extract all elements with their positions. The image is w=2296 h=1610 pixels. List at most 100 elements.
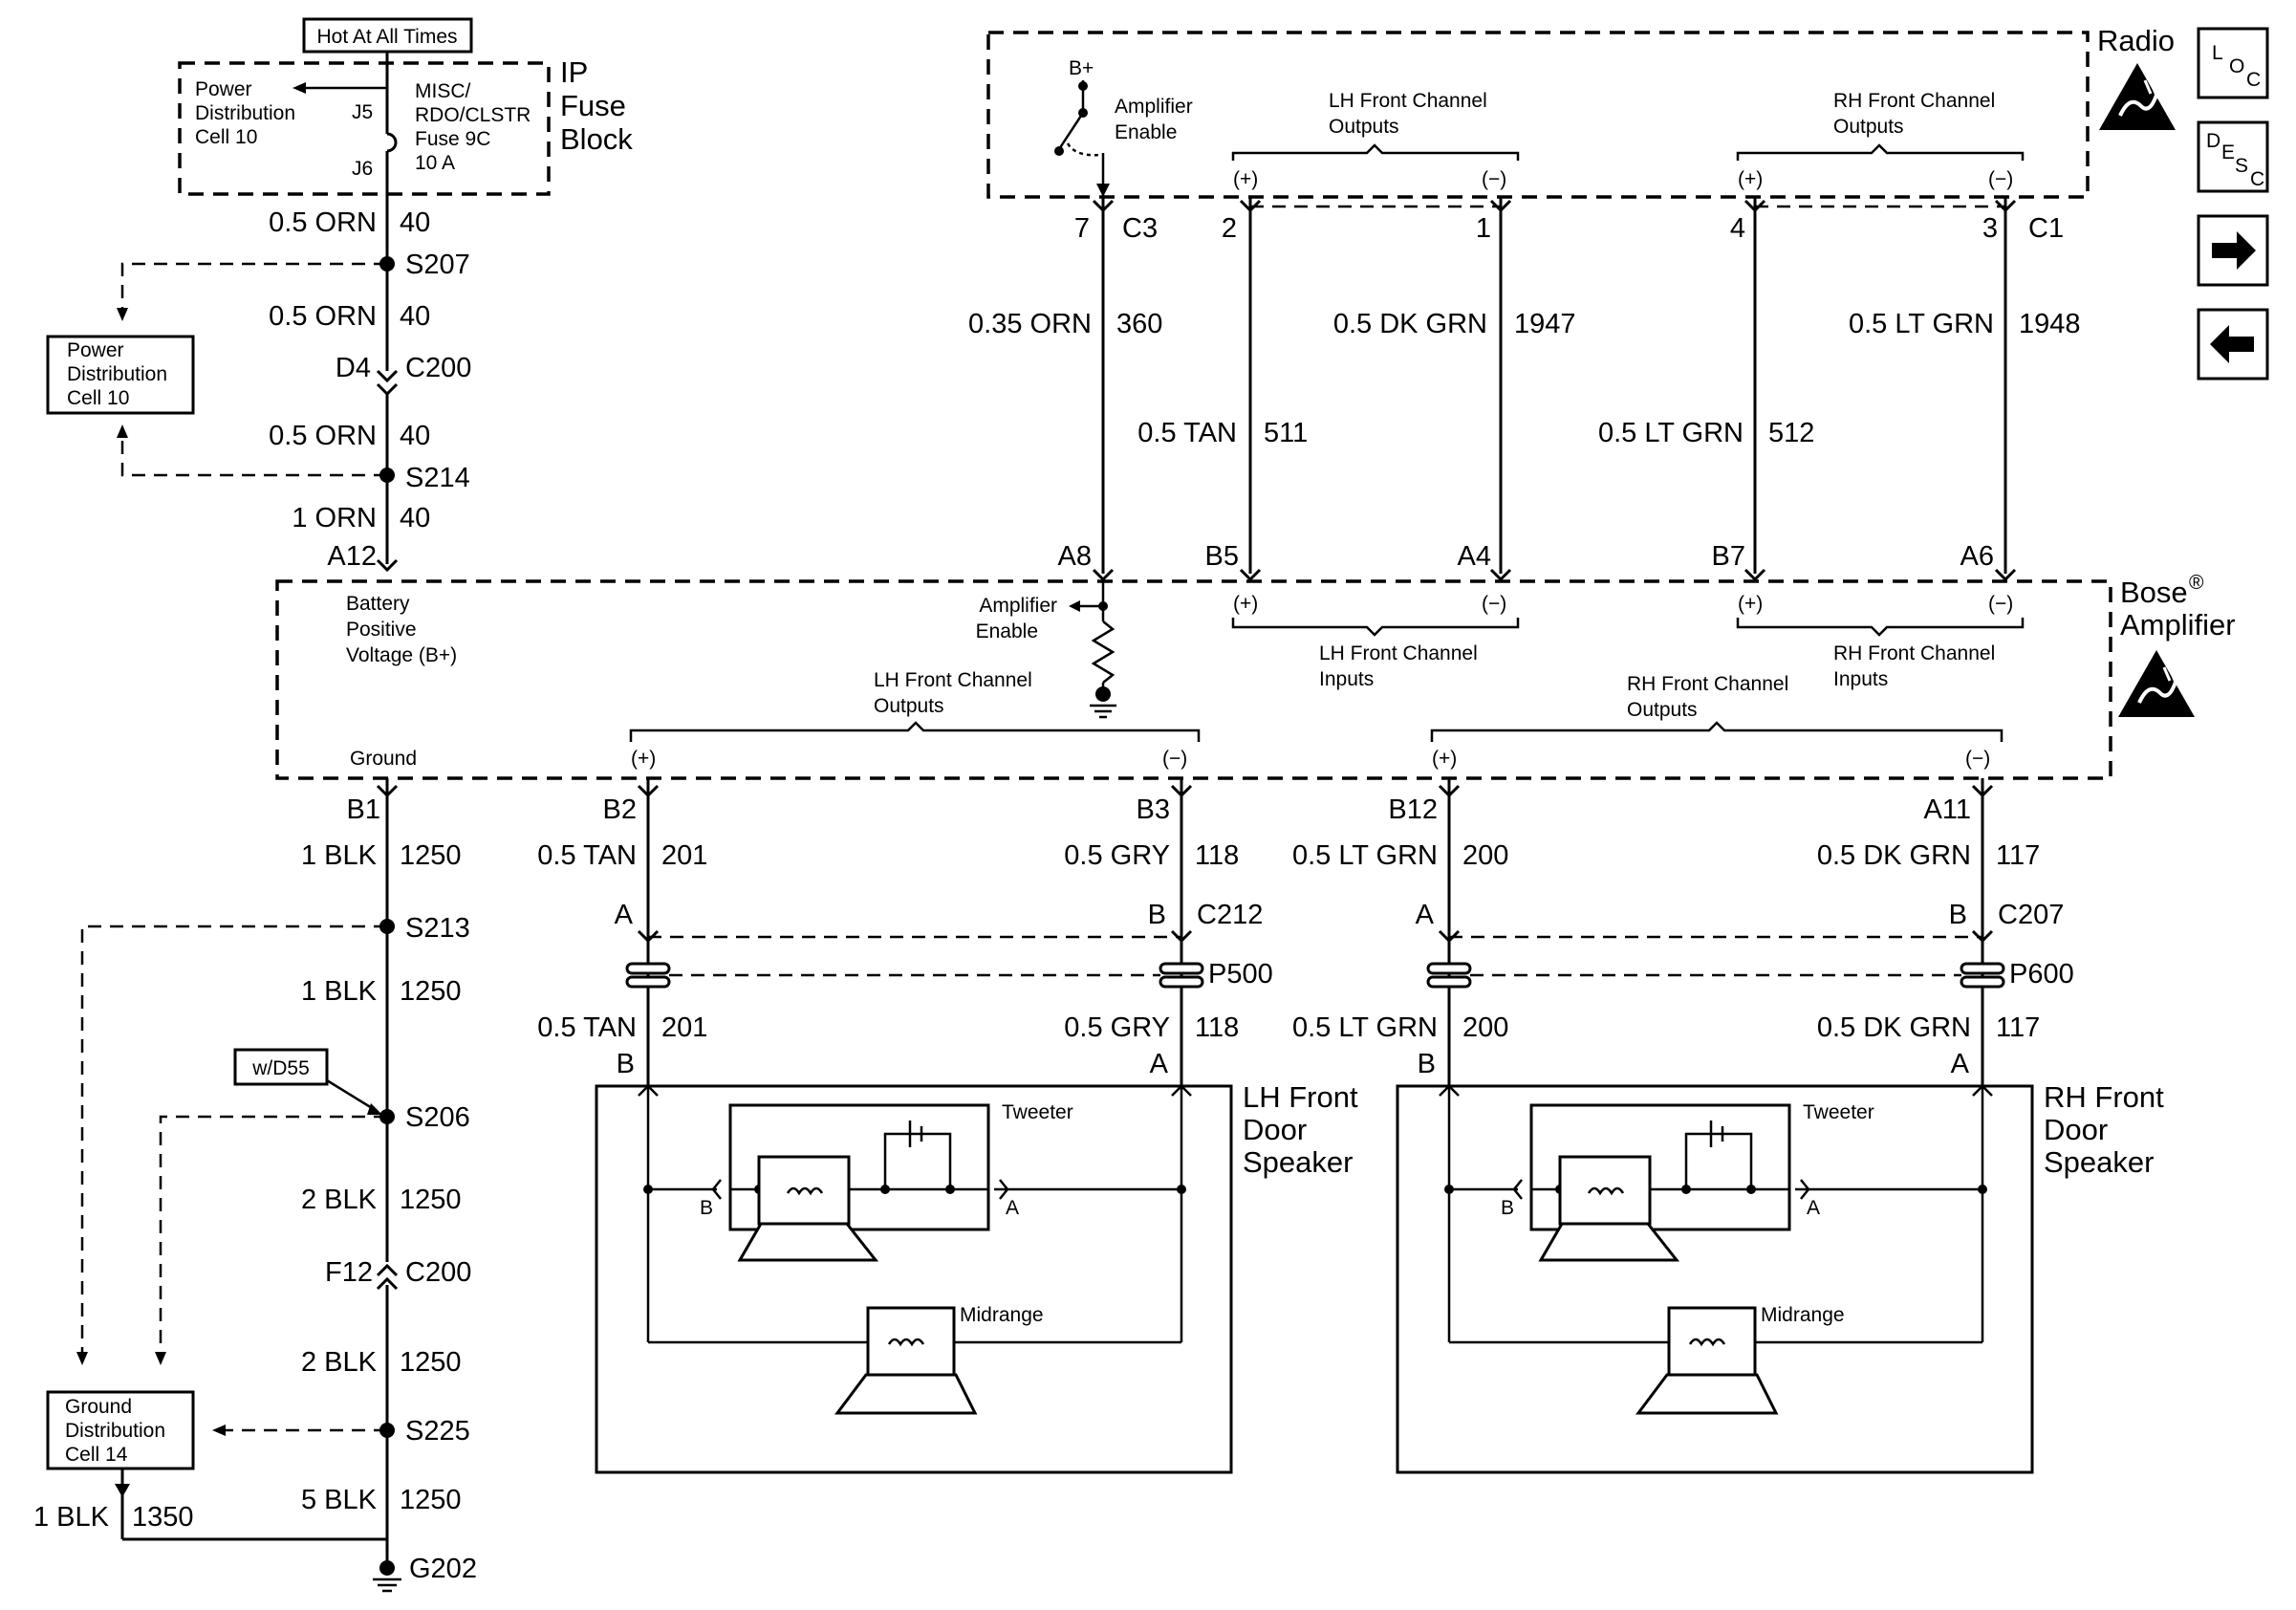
svg-text:RH Front Channel: RH Front Channel xyxy=(1627,673,1788,695)
svg-text:(+): (+) xyxy=(1233,168,1258,190)
svg-text:G202: G202 xyxy=(409,1554,477,1584)
svg-text:0.5 TAN: 0.5 TAN xyxy=(537,840,637,871)
svg-text:40: 40 xyxy=(400,301,430,332)
svg-text:E: E xyxy=(2221,141,2235,163)
svg-text:S225: S225 xyxy=(405,1416,470,1447)
svg-text:5 BLK: 5 BLK xyxy=(301,1485,378,1515)
svg-text:118: 118 xyxy=(1195,1012,1239,1043)
svg-text:1947: 1947 xyxy=(1514,309,1576,339)
svg-text:A: A xyxy=(1416,900,1435,930)
svg-text:RDO/CLSTR: RDO/CLSTR xyxy=(415,104,531,126)
svg-text:A11: A11 xyxy=(1924,794,1971,825)
svg-text:S: S xyxy=(2235,155,2248,177)
svg-text:Outputs: Outputs xyxy=(1627,699,1698,721)
svg-text:0.5 TAN: 0.5 TAN xyxy=(537,1012,637,1043)
svg-text:A8: A8 xyxy=(1058,541,1092,572)
svg-text:0.5 GRY: 0.5 GRY xyxy=(1064,840,1170,871)
svg-text:D4: D4 xyxy=(336,353,371,383)
svg-text:1250: 1250 xyxy=(400,1185,462,1215)
svg-text:Inputs: Inputs xyxy=(1319,668,1374,690)
svg-text:40: 40 xyxy=(400,421,430,451)
previous-page-button[interactable] xyxy=(2197,308,2269,381)
ground-distribution-cell-14-box: Ground Distribution Cell 14 xyxy=(46,1390,195,1470)
location-button[interactable]: L O C xyxy=(2197,27,2269,99)
svg-text:0.5 LT GRN: 0.5 LT GRN xyxy=(1292,840,1438,871)
svg-text:512: 512 xyxy=(1768,418,1814,448)
svg-text:1 BLK: 1 BLK xyxy=(301,840,378,871)
svg-text:C207: C207 xyxy=(1998,900,2064,930)
svg-text:(+): (+) xyxy=(631,748,656,770)
svg-text:0.5 DK GRN: 0.5 DK GRN xyxy=(1333,309,1487,339)
svg-text:(−): (−) xyxy=(1988,593,2013,615)
svg-text:F12: F12 xyxy=(325,1257,373,1288)
svg-text:Enable: Enable xyxy=(976,620,1038,642)
svg-text:40: 40 xyxy=(400,207,430,238)
svg-text:Power: Power xyxy=(195,78,252,100)
svg-text:200: 200 xyxy=(1462,840,1508,871)
svg-text:B+: B+ xyxy=(1069,57,1094,79)
svg-text:1250: 1250 xyxy=(400,976,462,1007)
svg-text:(−): (−) xyxy=(1988,168,2013,190)
svg-text:Battery: Battery xyxy=(346,593,410,615)
svg-text:B: B xyxy=(617,1049,635,1079)
svg-text:Positive: Positive xyxy=(346,619,417,641)
svg-text:C200: C200 xyxy=(405,1257,471,1288)
svg-text:A: A xyxy=(615,900,634,930)
svg-text:Distribution: Distribution xyxy=(67,363,167,385)
svg-text:A6: A6 xyxy=(1960,541,1994,572)
svg-text:0.5 LT GRN: 0.5 LT GRN xyxy=(1598,418,1744,448)
svg-text:0.35 ORN: 0.35 ORN xyxy=(968,309,1092,339)
svg-text:10 A: 10 A xyxy=(415,152,455,174)
svg-text:117: 117 xyxy=(1996,840,2040,871)
svg-text:Outputs: Outputs xyxy=(1329,116,1399,138)
svg-text:P600: P600 xyxy=(2009,959,2074,990)
svg-text:1350: 1350 xyxy=(132,1502,194,1533)
svg-text:w/D55: w/D55 xyxy=(251,1057,310,1079)
svg-text:®: ® xyxy=(2189,572,2204,594)
svg-text:(+): (+) xyxy=(1432,748,1457,770)
svg-text:Block: Block xyxy=(560,122,633,156)
arrow-right-icon xyxy=(2212,231,2256,270)
next-page-button[interactable] xyxy=(2197,214,2269,287)
power-distribution-cell-10-box: Power Distribution Cell 10 xyxy=(46,335,195,415)
svg-text:B12: B12 xyxy=(1388,794,1438,825)
svg-text:1: 1 xyxy=(1476,213,1491,244)
svg-text:Inputs: Inputs xyxy=(1833,668,1888,690)
svg-text:Door: Door xyxy=(2044,1113,2108,1146)
svg-text:3: 3 xyxy=(1982,213,1998,244)
svg-text:1 ORN: 1 ORN xyxy=(292,503,377,533)
svg-text:0.5 LT GRN: 0.5 LT GRN xyxy=(1849,309,1994,339)
svg-text:(−): (−) xyxy=(1965,748,1990,770)
svg-text:C3: C3 xyxy=(1122,213,1158,244)
svg-text:2: 2 xyxy=(1222,213,1237,244)
description-button[interactable]: D E S C xyxy=(2197,120,2269,193)
svg-text:S214: S214 xyxy=(405,463,470,493)
svg-text:1250: 1250 xyxy=(400,1485,462,1515)
svg-text:Midrange: Midrange xyxy=(1761,1304,1845,1326)
svg-text:Distribution: Distribution xyxy=(195,102,295,124)
svg-text:Bose: Bose xyxy=(2120,576,2188,609)
svg-text:LH Front Channel: LH Front Channel xyxy=(1319,642,1478,664)
svg-text:S207: S207 xyxy=(405,250,470,280)
svg-text:RH Front Channel: RH Front Channel xyxy=(1833,642,1995,664)
svg-text:Ground: Ground xyxy=(350,748,417,770)
svg-text:A12: A12 xyxy=(327,541,377,572)
svg-text:7: 7 xyxy=(1074,213,1090,244)
svg-text:1948: 1948 xyxy=(2019,309,2081,339)
svg-text:B5: B5 xyxy=(1205,541,1239,572)
ground-wiring: B1 1 BLK 1250 S213 1 BLK 1250 S206 2 BLK… xyxy=(33,778,477,1593)
svg-text:118: 118 xyxy=(1195,840,1239,871)
svg-text:A: A xyxy=(1006,1197,1019,1219)
svg-text:0.5 ORN: 0.5 ORN xyxy=(269,301,377,332)
svg-text:A: A xyxy=(1807,1197,1820,1219)
svg-text:Cell 10: Cell 10 xyxy=(195,126,257,148)
arrow-left-icon xyxy=(2210,325,2254,363)
svg-text:201: 201 xyxy=(661,1012,707,1043)
svg-text:Amplifier: Amplifier xyxy=(1115,96,1193,118)
svg-text:RH Front: RH Front xyxy=(2044,1080,2164,1114)
svg-text:201: 201 xyxy=(661,840,707,871)
svg-text:Tweeter: Tweeter xyxy=(1002,1101,1073,1123)
svg-text:A: A xyxy=(1951,1049,1970,1079)
svg-text:4: 4 xyxy=(1730,213,1745,244)
svg-text:J5: J5 xyxy=(352,101,373,123)
